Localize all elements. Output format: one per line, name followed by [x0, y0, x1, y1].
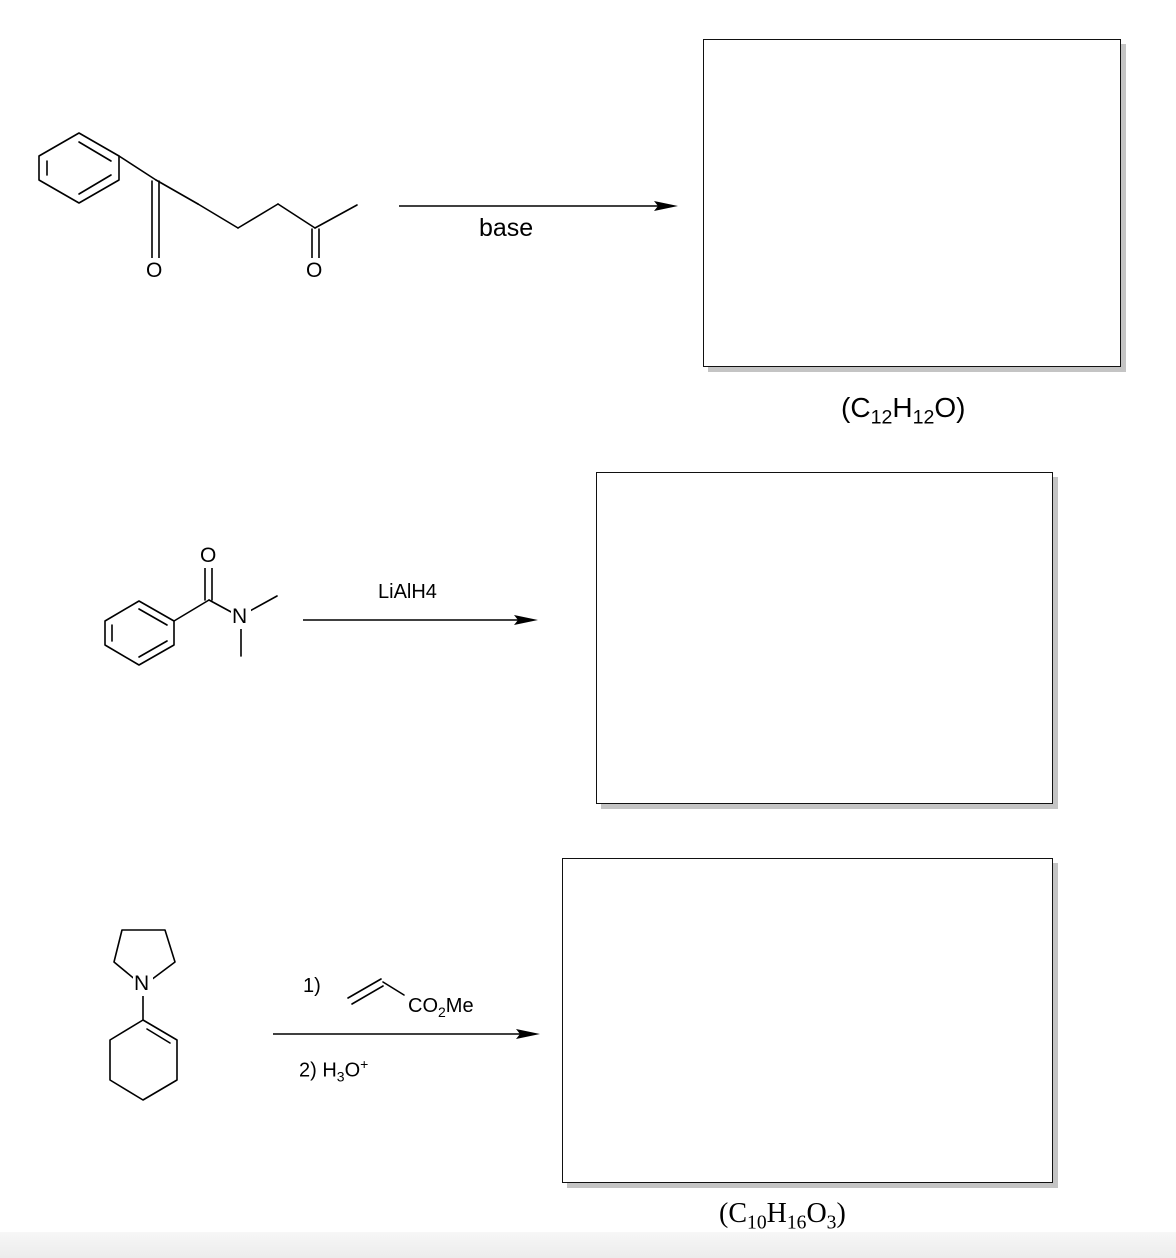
- molecule-dimethylbenzamide: [104, 567, 278, 666]
- answer-box-2[interactable]: [596, 472, 1053, 804]
- product-formula-1: (C12H12O): [841, 392, 966, 429]
- reagent-label-lialh4: LiAlH4: [378, 581, 437, 603]
- answer-box-3[interactable]: [562, 858, 1053, 1183]
- oxygen-atom-label: O: [200, 544, 217, 567]
- oxygen-atom-label: O: [146, 259, 163, 282]
- reagent-step1-label: 1): [303, 975, 321, 997]
- answer-box-1[interactable]: [703, 39, 1121, 367]
- reagent-ester-group: CO2Me: [408, 995, 474, 1020]
- oxygen-atom-label: O: [306, 259, 323, 282]
- reagent-step2-label: 2) H3O+: [299, 1056, 369, 1085]
- molecule-enamine: [109, 929, 405, 1101]
- nitrogen-atom-label: N: [134, 972, 150, 995]
- bottom-bar: [0, 1232, 1176, 1258]
- nitrogen-atom-label: N: [232, 605, 248, 628]
- reagent-label-base: base: [479, 214, 534, 242]
- reaction-arrows: [273, 201, 678, 1039]
- molecule-phenylhexanedione: [38, 132, 358, 259]
- product-formula-3: (C10H16O3): [719, 1198, 846, 1234]
